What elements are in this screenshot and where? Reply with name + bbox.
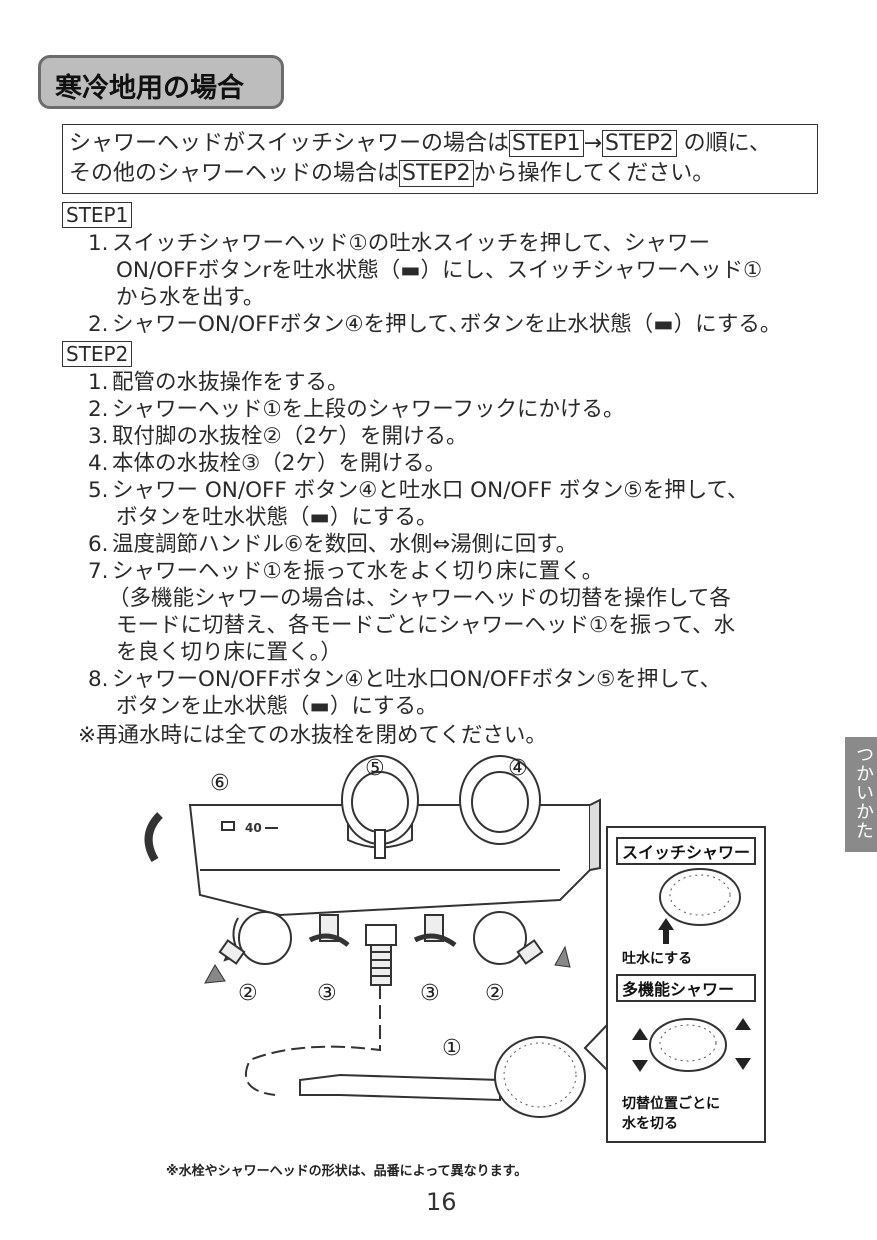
- section-title: 寒冷地用の場合: [55, 73, 244, 104]
- step2-item-1: 1.配管の水抜操作をする。: [88, 370, 349, 395]
- step2-item-2: 2.シャワーヘッド①を上段のシャワーフックにかける。: [88, 397, 625, 422]
- step1-item-1: 1.スイッチシャワーヘッド①の吐水スイッチを押して、シャワー: [88, 231, 711, 256]
- shake-arrow-icon: [735, 1018, 751, 1070]
- step1-item-1-cont: ON/OFFボタンrを吐水状態（▬）にし、スイッチシャワーヘッド①: [116, 258, 763, 283]
- arrow-up-icon: [658, 918, 674, 930]
- page-number: 16: [426, 1188, 457, 1216]
- step2-item-7-cont: （多機能シャワーの場合は、シャワーヘッドの切替を操作して各: [108, 586, 731, 611]
- panel-switch-title: スイッチシャワー: [622, 843, 750, 862]
- drain-plug-3-right: [413, 914, 457, 948]
- callout-2-right: ②: [485, 981, 505, 1006]
- shake-arrow-icon: [632, 1028, 648, 1072]
- callout-6: ⑥: [210, 771, 230, 796]
- step2-item-8-cont: ボタンを止水状態（▬）にする。: [116, 694, 438, 719]
- step1-item-2: 2.シャワーON/OFFボタン④を押して､ボタンを止水状態（▬）にする。: [88, 312, 782, 337]
- right-leg: [473, 911, 544, 965]
- callout-5: ⑤: [365, 756, 385, 781]
- detail-panel: スイッチシャワー 吐水にする 多機能シャワー 切替位置ごとに 水を切る: [583, 826, 766, 1143]
- step2-item-3: 3.取付脚の水抜栓②（2ケ）を開ける。: [88, 424, 468, 449]
- spout-outlet: [365, 924, 397, 986]
- shower-head: [494, 1036, 586, 1118]
- reopen-note: ※再通水時には全ての水抜栓を閉めてください。: [78, 723, 547, 748]
- hose-path: [244, 985, 381, 1096]
- rotate-arrow-icon: [554, 945, 571, 968]
- step2-item-7: 7.シャワーヘッド①を振って水をよく切り床に置く。: [88, 559, 604, 584]
- drain-plug-3-left: [308, 914, 350, 947]
- left-leg: [218, 911, 292, 965]
- panel-multi-caption-2: 水を切る: [622, 1115, 678, 1132]
- panel-multi-caption-1: 切替位置ごとに: [622, 1095, 720, 1112]
- step2-item-8: 8.シャワーON/OFFボタン④と吐水口ON/OFFボタン⑤を押して、: [88, 667, 722, 692]
- temp-mark: 40: [245, 821, 262, 835]
- step1-label: STEP1: [62, 202, 133, 228]
- step2-item-4: 4.本体の水抜栓③（2ケ）を開ける。: [88, 451, 446, 476]
- panel-multi-title: 多機能シャワー: [622, 980, 734, 999]
- step2-ref: STEP2: [399, 160, 474, 187]
- button-4: [459, 755, 541, 845]
- section-title-tab: 寒冷地用の場合: [38, 55, 284, 109]
- temp-indicator: [221, 821, 235, 831]
- shower-handle: [299, 1073, 501, 1102]
- callout-3-right: ③: [420, 981, 440, 1006]
- multi-shower-head: [649, 1018, 727, 1072]
- button-5: [341, 755, 419, 859]
- step2-item-5: 5.シャワー ON/OFF ボタン④と吐水口 ON/OFF ボタン⑤を押して、: [88, 478, 749, 503]
- step1-ref: STEP1: [509, 130, 584, 157]
- rotate-arrow-icon: [204, 964, 226, 984]
- section-side-tab: つかいかた: [845, 737, 877, 852]
- callout-4: ④: [508, 756, 528, 781]
- callout-2-left: ②: [238, 981, 258, 1006]
- step2-label: STEP2: [62, 341, 133, 367]
- panel-switch-caption: 吐水にする: [622, 950, 692, 967]
- callout-3-left: ③: [317, 981, 337, 1006]
- step2-item-5-cont: ボタンを吐水状態（▬）にする。: [116, 505, 438, 530]
- step2-item-7-cont: モードに切替え、各モードごとにシャワーヘッド①を振って、水: [116, 613, 736, 638]
- figure-caption: ※水栓やシャワーヘッドの形状は、品番によって異なります。: [166, 1164, 528, 1179]
- step2-item-6: 6.温度調節ハンドル⑥を数回、水側⇔湯側に回す。: [88, 532, 578, 557]
- rotate-arrow-icon: [144, 812, 163, 863]
- step2-item-7-cont: を良く切り床に置く。）: [116, 640, 342, 665]
- step2-ref: STEP2: [602, 130, 677, 157]
- step1-item-1-cont: から水を出す。: [116, 285, 265, 310]
- switch-shower-head: [659, 868, 741, 926]
- callout-1: ①: [442, 1036, 462, 1061]
